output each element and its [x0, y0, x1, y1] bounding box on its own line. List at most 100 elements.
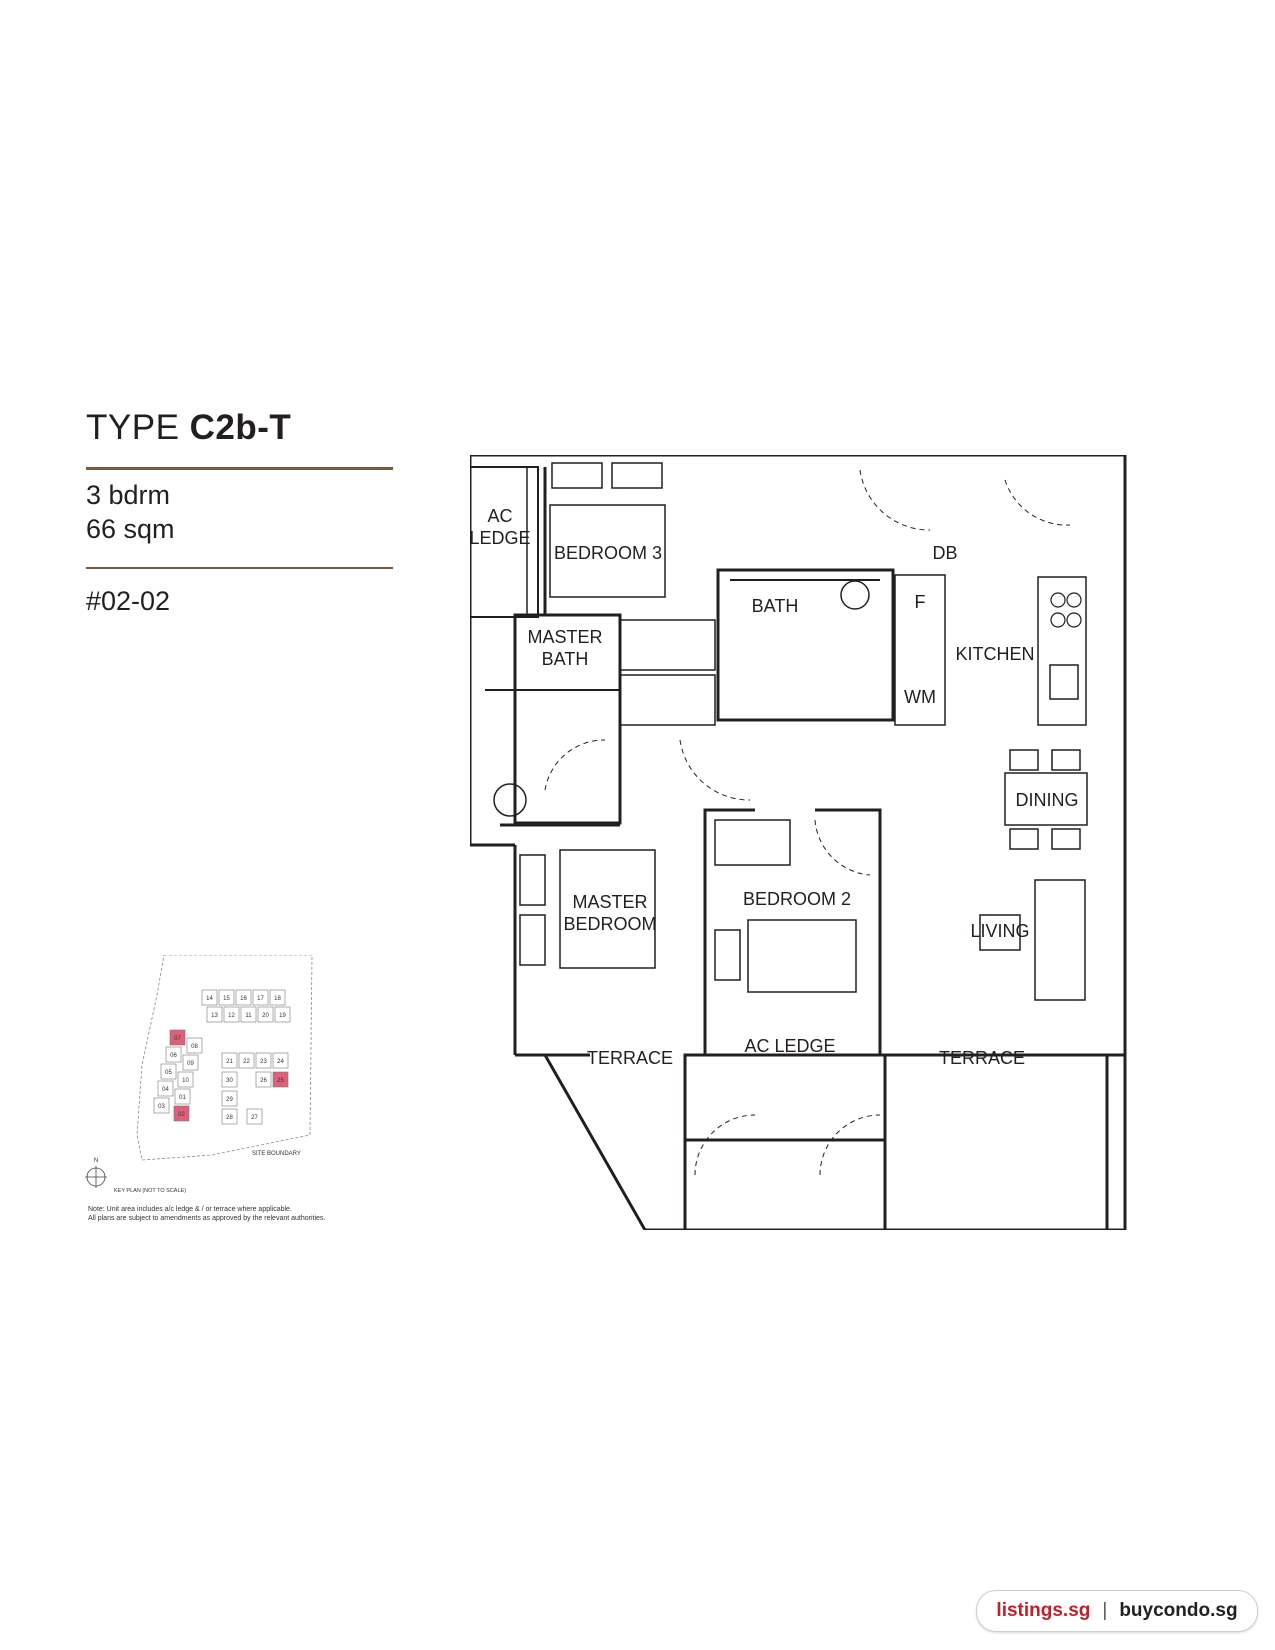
key-plan-unit-label: 09 — [187, 1061, 194, 1067]
key-plan-unit-label: 04 — [162, 1087, 169, 1093]
note-line-2: All plans are subject to amendments as a… — [88, 1215, 326, 1222]
label-fridge: F — [915, 592, 926, 612]
label-living: LIVING — [970, 921, 1029, 941]
key-plan-unit-label: 01 — [179, 1095, 186, 1101]
wardrobe-2 — [619, 674, 716, 726]
label-terrace-left: TERRACE — [587, 1048, 673, 1068]
label-dining: DINING — [1016, 790, 1079, 810]
key-plan-unit — [240, 1006, 257, 1023]
key-plan-unit-label: 14 — [206, 996, 213, 1002]
label-wm: WM — [904, 687, 936, 707]
ac-ledge-bottom — [683, 1053, 887, 1142]
key-plan-unit-label: 17 — [257, 996, 264, 1002]
key-plan-unit-label: 21 — [226, 1059, 233, 1065]
key-plan-unit — [223, 1006, 240, 1023]
key-plan-unit-label: 15 — [223, 996, 230, 1002]
key-plan-unit-label: 26 — [260, 1078, 267, 1084]
site-boundary-label: SITE BOUNDARY — [252, 1151, 301, 1157]
label-bath: BATH — [752, 596, 799, 616]
key-plan-unit — [186, 1037, 203, 1054]
outer-wall — [470, 455, 1127, 1230]
unit-area: 66 sqm — [86, 514, 175, 544]
key-plan-unit — [255, 1052, 272, 1069]
key-plan-unit-label: 27 — [251, 1115, 258, 1121]
bedroom-count: 3 bdrm — [86, 480, 171, 510]
key-plan-unit — [153, 1097, 170, 1114]
key-plan-unit-label: 05 — [165, 1070, 172, 1076]
terrace-right — [883, 1053, 1109, 1230]
key-plan-unit — [221, 1090, 238, 1107]
dining-table — [1004, 772, 1088, 826]
label-master-bath-2: BATH — [542, 649, 589, 669]
label-ac-ledge-bottom: AC LEDGE — [744, 1036, 835, 1056]
key-plan-unit — [157, 1080, 174, 1097]
note-text: Note: Unit area includes a/c ledge & / o… — [88, 1205, 325, 1223]
key-plan-unit — [206, 1006, 223, 1023]
watermark-site-a[interactable]: listings.sg — [996, 1600, 1091, 1621]
key-plan-unit — [269, 989, 286, 1006]
sofa — [1034, 879, 1086, 1001]
key-plan-unit-label: 10 — [182, 1078, 189, 1084]
key-plan-unit — [182, 1054, 199, 1071]
key-plan-unit-label: 03 — [158, 1104, 165, 1110]
key-plan-unit — [177, 1071, 194, 1088]
key-plan-unit — [238, 1052, 255, 1069]
type-code: C2b-T — [189, 408, 292, 447]
key-plan-unit — [218, 989, 235, 1006]
label-kitchen: KITCHEN — [955, 644, 1034, 664]
label-terrace-right: TERRACE — [939, 1048, 1025, 1068]
label-bedroom3: BEDROOM 3 — [554, 543, 662, 563]
floor-plan: AC LEDGE BEDROOM 3 DB MASTER BATH BATH F… — [470, 455, 1127, 1230]
bed-bedroom3 — [549, 504, 666, 598]
hob-counter — [1037, 576, 1087, 726]
key-plan-unit — [201, 989, 218, 1006]
key-plan-unit — [257, 1006, 274, 1023]
key-plan-unit-label: 06 — [170, 1053, 177, 1059]
watermark-badge[interactable]: listings.sg | buycondo.sg — [976, 1590, 1258, 1632]
label-ac-ledge-top-2: LEDGE — [470, 528, 531, 548]
north-label: N — [94, 1158, 98, 1164]
key-plan-unit-label: 23 — [260, 1059, 267, 1065]
terrace-left — [543, 1054, 687, 1230]
key-plan-unit-label: 20 — [262, 1013, 269, 1019]
watermark-site-b[interactable]: buycondo.sg — [1119, 1600, 1238, 1621]
unit-number: #02-02 — [86, 586, 171, 616]
label-db: DB — [932, 543, 957, 563]
label-bedroom2: BEDROOM 2 — [743, 889, 851, 909]
key-plan-unit-label: 07 — [174, 1036, 181, 1042]
label-master-bath-1: MASTER — [527, 627, 602, 647]
key-plan-unit — [169, 1029, 186, 1046]
key-plan-unit — [272, 1071, 289, 1088]
label-master-bedroom-2: BEDROOM — [563, 914, 656, 934]
bath-walls — [716, 568, 895, 722]
key-plan-unit-label: 28 — [226, 1115, 233, 1121]
label-ac-ledge-top-1: AC — [487, 506, 512, 526]
bed-master — [559, 849, 656, 969]
key-plan-unit-label: 18 — [274, 996, 281, 1002]
key-plan-unit-label: 11 — [245, 1013, 252, 1019]
unit-type-title: TYPE C2b-T — [86, 408, 291, 448]
key-plan-unit — [165, 1046, 182, 1063]
key-plan-unit-label: 22 — [243, 1059, 250, 1065]
key-plan-unit-label: 12 — [228, 1013, 235, 1019]
key-plan-unit — [252, 989, 269, 1006]
key-plan-unit — [221, 1071, 238, 1088]
key-plan-unit-label: 02 — [178, 1112, 185, 1118]
key-plan-unit — [255, 1071, 272, 1088]
key-plan-unit-label: 13 — [211, 1013, 218, 1019]
key-plan-unit — [272, 1052, 289, 1069]
spec-divider — [86, 567, 393, 569]
key-plan-unit-label: 08 — [191, 1044, 198, 1050]
key-plan-label: KEY PLAN (NOT TO SCALE) — [114, 1188, 186, 1194]
key-plan-unit — [246, 1108, 263, 1125]
type-prefix: TYPE — [86, 408, 180, 447]
key-plan-unit-label: 24 — [277, 1059, 284, 1065]
key-plan-unit — [221, 1052, 238, 1069]
key-plan-unit-label: 30 — [226, 1078, 233, 1084]
bed-bedroom2 — [747, 919, 857, 993]
note-line-1: Note: Unit area includes a/c ledge & / o… — [88, 1206, 292, 1213]
title-divider — [86, 467, 393, 470]
key-plan-unit-label: 29 — [226, 1097, 233, 1103]
wardrobe-1 — [619, 619, 716, 671]
